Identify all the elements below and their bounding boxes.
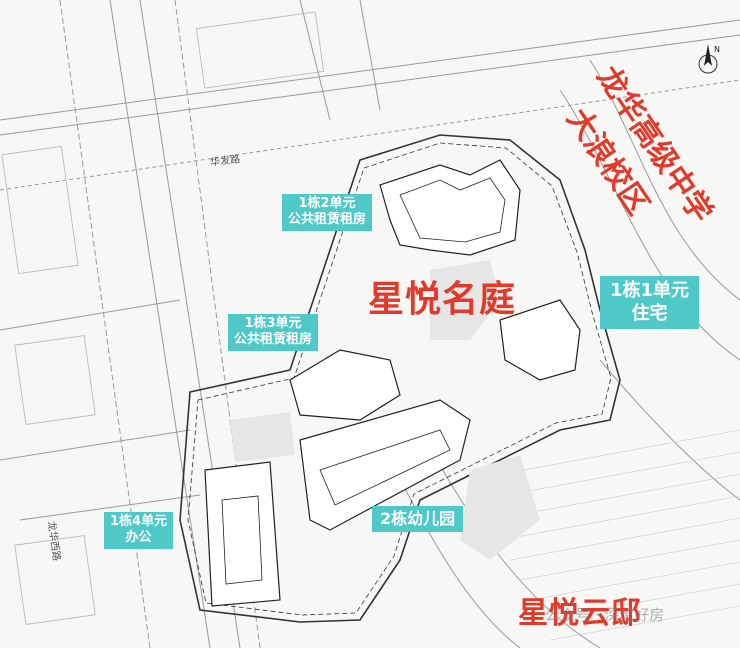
label-building1-unit1-line2: 住宅 bbox=[631, 302, 668, 324]
svg-text:N: N bbox=[714, 45, 720, 54]
watermark: 公众号 · 深家好房 bbox=[545, 606, 665, 624]
west-blocks bbox=[1, 11, 325, 625]
label-building1-unit2: 1栋2单元 公共租赁租房 bbox=[282, 194, 373, 231]
site-boundary bbox=[179, 134, 621, 623]
courtyards bbox=[230, 260, 540, 560]
label-building1-unit4: 1栋4单元 办公 bbox=[104, 512, 174, 549]
label-building1-unit4-line1: 1栋4单元 bbox=[110, 514, 168, 529]
label-building1-unit1: 1栋1单元 住宅 bbox=[600, 276, 700, 329]
north-arrow-icon: N bbox=[696, 42, 720, 86]
label-building1-unit2-line2: 公共租赁租房 bbox=[288, 212, 367, 228]
label-building1-unit4-line2: 办公 bbox=[125, 530, 152, 546]
label-building1-unit1-line1: 1栋1单元 bbox=[610, 280, 690, 301]
buildings bbox=[204, 159, 581, 607]
label-building1-unit2-line1: 1栋2单元 bbox=[298, 196, 356, 211]
label-building1-unit3-line1: 1栋3单元 bbox=[244, 316, 302, 331]
label-building1-unit3-line2: 公共租赁租房 bbox=[234, 332, 313, 348]
label-building2: 2栋幼儿园 bbox=[372, 506, 464, 532]
label-building2-line1: 2栋幼儿园 bbox=[380, 509, 456, 528]
neighbor-title: 星悦云邸 bbox=[518, 596, 642, 631]
project-title: 星悦名庭 bbox=[368, 279, 517, 320]
label-building1-unit3: 1栋3单元 公共租赁租房 bbox=[228, 314, 319, 351]
